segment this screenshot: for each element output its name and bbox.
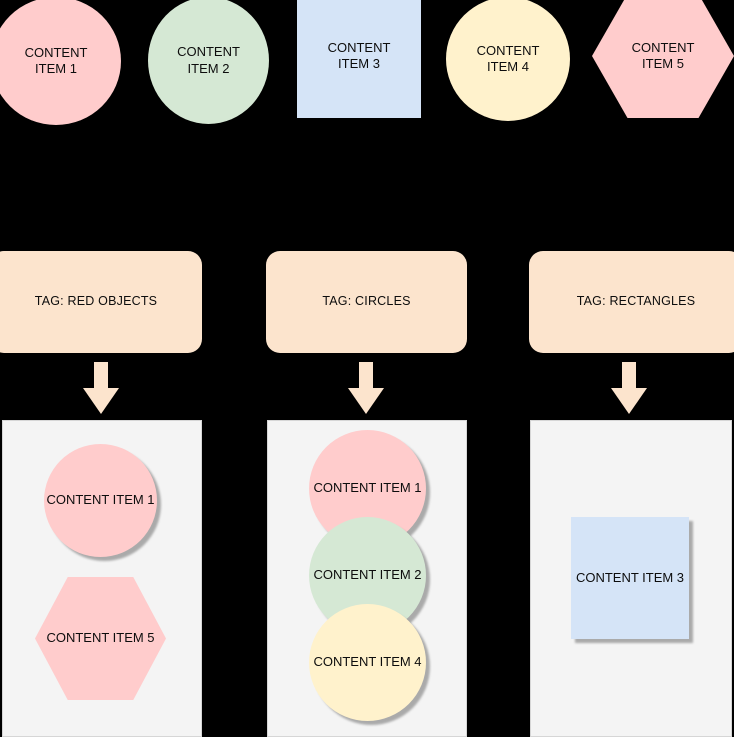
arrow-head xyxy=(611,388,647,414)
source-shape-item2[interactable]: CONTENT ITEM 2 xyxy=(148,0,269,124)
arrow-down-circles-icon xyxy=(348,362,384,414)
tag-label: TAG: RECTANGLES xyxy=(576,294,696,309)
source-shape-item3[interactable]: CONTENT ITEM 3 xyxy=(297,0,421,118)
arrow-shaft xyxy=(94,362,108,389)
tag-label: TAG: RED OBJECTS xyxy=(34,294,158,309)
grouped-shape-label: CONTENT ITEM 1 xyxy=(313,480,422,496)
source-shape-label: CONTENT ITEM 4 xyxy=(476,42,540,74)
tag-circles[interactable]: TAG: CIRCLES xyxy=(266,251,467,353)
grouped-shape-label: CONTENT ITEM 4 xyxy=(313,654,422,670)
source-shape-label: CONTENT ITEM 5 xyxy=(631,39,695,71)
source-shape-item1[interactable]: CONTENT ITEM 1 xyxy=(0,0,121,125)
arrow-head xyxy=(348,388,384,414)
arrow-down-red-objects-icon xyxy=(83,362,119,414)
source-shape-label: CONTENT ITEM 2 xyxy=(177,44,240,76)
tag-rectangles[interactable]: TAG: RECTANGLES xyxy=(529,251,734,353)
grouped-shape-p1-item1[interactable]: CONTENT ITEM 1 xyxy=(44,444,157,557)
grouped-shape-label: CONTENT ITEM 2 xyxy=(313,567,422,583)
arrow-shaft xyxy=(359,362,373,389)
arrow-head xyxy=(83,388,119,414)
tag-red[interactable]: TAG: RED OBJECTS xyxy=(0,251,202,353)
grouped-shape-p2-item4[interactable]: CONTENT ITEM 4 xyxy=(309,604,426,721)
tag-label: TAG: CIRCLES xyxy=(322,294,411,309)
grouped-shape-p3-item3[interactable]: CONTENT ITEM 3 xyxy=(571,517,689,639)
source-shape-item4[interactable]: CONTENT ITEM 4 xyxy=(446,0,570,121)
source-shape-label: CONTENT ITEM 1 xyxy=(24,44,88,76)
grouped-shape-label: CONTENT ITEM 5 xyxy=(46,630,155,646)
source-shape-item5[interactable]: CONTENT ITEM 5 xyxy=(592,0,734,118)
grouped-shape-label: CONTENT ITEM 3 xyxy=(575,569,685,585)
source-shape-label: CONTENT ITEM 3 xyxy=(327,39,391,71)
grouped-shape-label: CONTENT ITEM 1 xyxy=(46,492,155,508)
arrow-down-rectangles-icon xyxy=(611,362,647,414)
arrow-shaft xyxy=(622,362,636,389)
